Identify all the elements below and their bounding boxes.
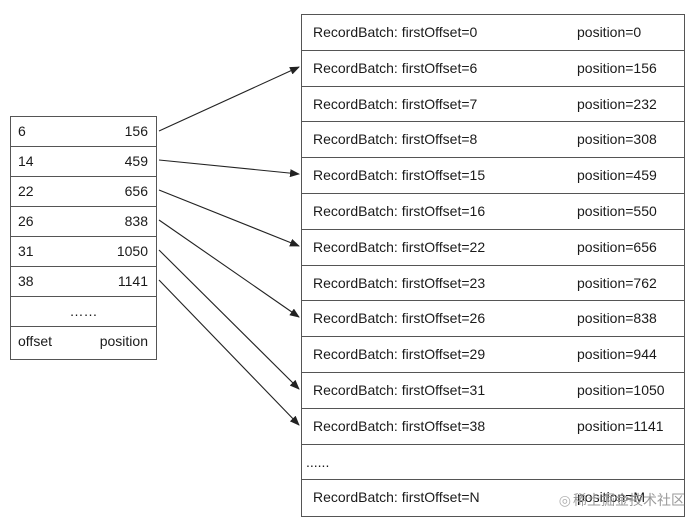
batch-label: RecordBatch: firstOffset=23 bbox=[313, 274, 486, 291]
index-position: 1141 bbox=[117, 273, 148, 289]
arrow-6-to-156 bbox=[158, 66, 300, 132]
watermark-text: 稀土掘金技术社区 bbox=[573, 492, 685, 508]
index-position: 1050 bbox=[116, 243, 148, 259]
index-header-row: offset position bbox=[11, 327, 156, 359]
index-ellipsis-row: …… bbox=[11, 297, 156, 327]
index-position: 656 bbox=[124, 183, 148, 199]
batch-row: RecordBatch: firstOffset=22 position=656 bbox=[302, 230, 684, 266]
arrow-14-to-459 bbox=[158, 159, 300, 178]
batch-row: RecordBatch: firstOffset=6 position=156 bbox=[302, 51, 684, 87]
batch-position: position=944 bbox=[577, 346, 657, 363]
index-row: 31 1050 bbox=[11, 237, 156, 267]
index-position: 838 bbox=[124, 213, 148, 229]
batch-row: RecordBatch: firstOffset=29 position=944 bbox=[302, 337, 684, 373]
arrow-31-to-1050 bbox=[158, 249, 300, 390]
batch-label: RecordBatch: firstOffset=22 bbox=[313, 238, 486, 255]
index-header-offset: offset bbox=[18, 333, 52, 349]
index-row: 14 459 bbox=[11, 147, 156, 177]
batch-row: RecordBatch: firstOffset=15 position=459 bbox=[302, 158, 684, 194]
index-offset: 38 bbox=[18, 273, 34, 289]
batch-position: position=156 bbox=[577, 59, 657, 76]
batch-position: position=308 bbox=[577, 131, 657, 148]
juejin-logo-icon: ◎ bbox=[558, 492, 571, 508]
index-offset: 22 bbox=[18, 183, 34, 199]
index-row: 38 1141 bbox=[11, 267, 156, 297]
batch-label: RecordBatch: firstOffset=15 bbox=[313, 167, 486, 184]
batch-label: RecordBatch: firstOffset=7 bbox=[313, 95, 478, 112]
batch-label: RecordBatch: firstOffset=8 bbox=[313, 131, 478, 148]
index-offset: 14 bbox=[18, 153, 34, 169]
batch-label: RecordBatch: firstOffset=26 bbox=[313, 310, 486, 327]
batch-row: RecordBatch: firstOffset=23 position=762 bbox=[302, 266, 684, 302]
batch-position: position=838 bbox=[577, 310, 657, 327]
batch-position: position=656 bbox=[577, 238, 657, 255]
index-row: 26 838 bbox=[11, 207, 156, 237]
batch-row: RecordBatch: firstOffset=38 position=1141 bbox=[302, 409, 684, 445]
batch-ellipsis-row: ...... bbox=[302, 445, 684, 481]
batch-label: RecordBatch: firstOffset=16 bbox=[313, 202, 486, 219]
batch-row: RecordBatch: firstOffset=26 position=838 bbox=[302, 301, 684, 338]
batch-position: position=1050 bbox=[577, 381, 665, 398]
offset-index-table: 6 156 14 459 22 656 26 838 31 1050 38 11… bbox=[10, 116, 157, 360]
batch-position: position=762 bbox=[577, 274, 657, 291]
arrow-22-to-656 bbox=[158, 189, 300, 247]
index-header-position: position bbox=[99, 333, 148, 349]
index-offset: 31 bbox=[18, 243, 34, 259]
batch-row: RecordBatch: firstOffset=8 position=308 bbox=[302, 122, 684, 159]
arrow-38-to-1141 bbox=[158, 279, 300, 426]
index-offset: 6 bbox=[18, 123, 26, 139]
index-position: 459 bbox=[124, 153, 148, 169]
batch-position: position=1141 bbox=[577, 417, 664, 434]
batch-position: position=550 bbox=[577, 202, 657, 219]
batch-position: position=M bbox=[577, 489, 646, 506]
arrow-26-to-838 bbox=[158, 219, 300, 318]
index-offset: 26 bbox=[18, 213, 34, 229]
batch-label: RecordBatch: firstOffset=29 bbox=[313, 346, 486, 363]
batch-position: position=459 bbox=[577, 167, 657, 184]
batch-label: RecordBatch: firstOffset=0 bbox=[313, 24, 478, 40]
batch-row: RecordBatch: firstOffset=7 position=232 bbox=[302, 87, 684, 123]
index-row: 22 656 bbox=[11, 177, 156, 207]
batch-ellipsis: ...... bbox=[306, 453, 330, 470]
batch-position: position=232 bbox=[577, 95, 657, 112]
batch-label: RecordBatch: firstOffset=N bbox=[313, 489, 480, 506]
batch-label: RecordBatch: firstOffset=31 bbox=[313, 381, 486, 398]
index-ellipsis: …… bbox=[69, 303, 98, 319]
batch-row: RecordBatch: firstOffset=16 position=550 bbox=[302, 194, 684, 230]
batch-label: RecordBatch: firstOffset=6 bbox=[313, 59, 478, 76]
batch-label: RecordBatch: firstOffset=38 bbox=[313, 417, 486, 434]
batch-row: RecordBatch: firstOffset=31 position=1050 bbox=[302, 373, 684, 409]
index-position: 156 bbox=[124, 123, 148, 139]
batch-row: RecordBatch: firstOffset=0 position=0 bbox=[302, 15, 684, 51]
index-row: 6 156 bbox=[11, 117, 156, 147]
watermark: ◎稀土掘金技术社区 bbox=[559, 490, 685, 510]
batch-position: position=0 bbox=[577, 24, 642, 40]
batch-row-last: RecordBatch: firstOffset=N position=M bbox=[302, 480, 684, 516]
record-batch-log-table: RecordBatch: firstOffset=0 position=0 Rec… bbox=[301, 14, 685, 517]
